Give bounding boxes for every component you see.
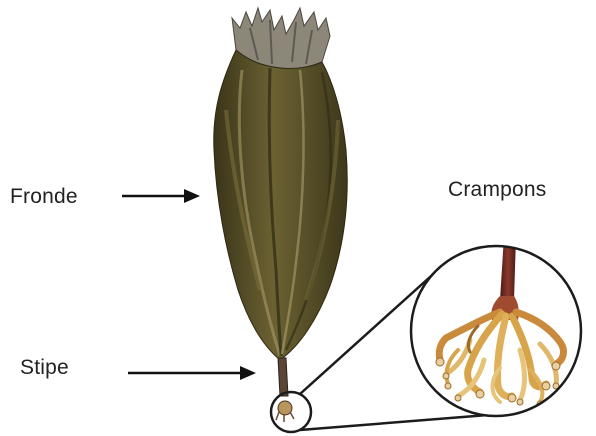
holdfast-small bbox=[276, 401, 294, 422]
stipe-label: Stipe bbox=[20, 356, 69, 380]
fronde-label: Fronde bbox=[10, 185, 78, 209]
fronde-arrow bbox=[122, 189, 200, 203]
crampons-zoom bbox=[411, 236, 581, 416]
stipe-illustration bbox=[278, 358, 288, 396]
frond-illustration bbox=[214, 8, 347, 360]
stipe-arrow bbox=[128, 366, 256, 380]
crampons-label: Crampons bbox=[448, 178, 546, 202]
zoom-connector-lower bbox=[300, 415, 488, 430]
